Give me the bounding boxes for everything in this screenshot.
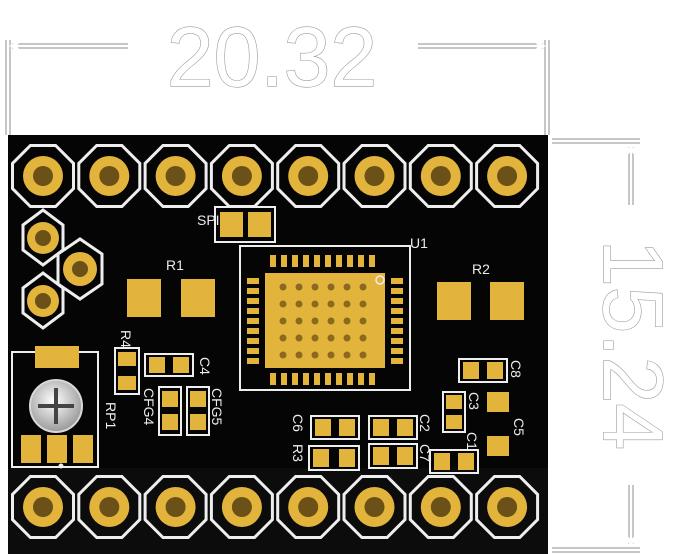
capacitor-c6: C6 bbox=[290, 414, 360, 440]
height-dimension-label: 15.24 bbox=[586, 240, 680, 450]
cfg4-label: CFG4 bbox=[141, 388, 157, 426]
dimension-height: 15.24 bbox=[552, 138, 681, 553]
top-pin-7 bbox=[408, 144, 473, 208]
spi-label: SPI bbox=[197, 212, 220, 228]
potentiometer-rp1: RP1 bbox=[11, 346, 119, 469]
top-pin-5 bbox=[276, 144, 341, 208]
c1-label: C1 bbox=[464, 432, 480, 450]
top-pin-2 bbox=[77, 144, 142, 208]
c4-label: C4 bbox=[197, 357, 213, 375]
resistor-r3: R3 bbox=[290, 444, 360, 471]
c5-label: C5 bbox=[511, 418, 527, 436]
bottom-pin-6 bbox=[342, 475, 407, 539]
bottom-pin-7 bbox=[408, 475, 473, 539]
r3-label: R3 bbox=[290, 444, 306, 462]
r4-label: R4 bbox=[118, 330, 134, 348]
side-pad-3 bbox=[21, 271, 65, 330]
bottom-pin-header bbox=[11, 475, 540, 539]
rp1-label: RP1 bbox=[103, 402, 119, 429]
c2-label: C2 bbox=[417, 414, 433, 432]
capacitor-c8: C8 bbox=[458, 358, 524, 383]
resistor-r4: R4 bbox=[114, 330, 140, 395]
u1-label: U1 bbox=[410, 235, 428, 251]
bottom-pin-1 bbox=[11, 475, 75, 539]
c6-label: C6 bbox=[290, 414, 306, 432]
bottom-pin-8 bbox=[475, 475, 540, 539]
chip-u1: U1 bbox=[239, 235, 428, 391]
capacitor-c4: C4 bbox=[144, 353, 213, 377]
c3-label: C3 bbox=[466, 392, 482, 410]
jumper-cfg4: CFG4 bbox=[141, 386, 182, 436]
cfg5-label: CFG5 bbox=[209, 388, 225, 426]
spi-jumper: SPI bbox=[197, 206, 276, 243]
top-pin-4 bbox=[209, 144, 274, 208]
top-pin-8 bbox=[475, 144, 540, 208]
bottom-pin-4 bbox=[209, 475, 274, 539]
resistor-r2: R2 bbox=[437, 261, 524, 320]
capacitor-c5: C5 bbox=[487, 392, 527, 456]
c8-label: C8 bbox=[508, 360, 524, 378]
top-pin-3 bbox=[143, 144, 208, 208]
r1-label: R1 bbox=[166, 257, 184, 273]
capacitor-c1: C1 bbox=[429, 432, 480, 474]
side-pin-cluster bbox=[21, 208, 104, 330]
top-pin-1 bbox=[11, 144, 75, 208]
jumper-cfg5: CFG5 bbox=[186, 386, 225, 436]
bottom-pin-2 bbox=[77, 475, 142, 539]
r2-label: R2 bbox=[472, 261, 490, 277]
dimension-width: 20.32 bbox=[5, 9, 550, 135]
top-pin-6 bbox=[342, 144, 407, 208]
bottom-pin-3 bbox=[143, 475, 208, 539]
resistor-r1: R1 bbox=[127, 257, 215, 317]
capacitor-c3: C3 bbox=[442, 391, 482, 433]
width-dimension-label: 20.32 bbox=[167, 10, 377, 104]
capacitor-c2: C2 bbox=[368, 414, 433, 440]
bottom-pin-5 bbox=[276, 475, 341, 539]
top-pin-header bbox=[11, 144, 540, 208]
